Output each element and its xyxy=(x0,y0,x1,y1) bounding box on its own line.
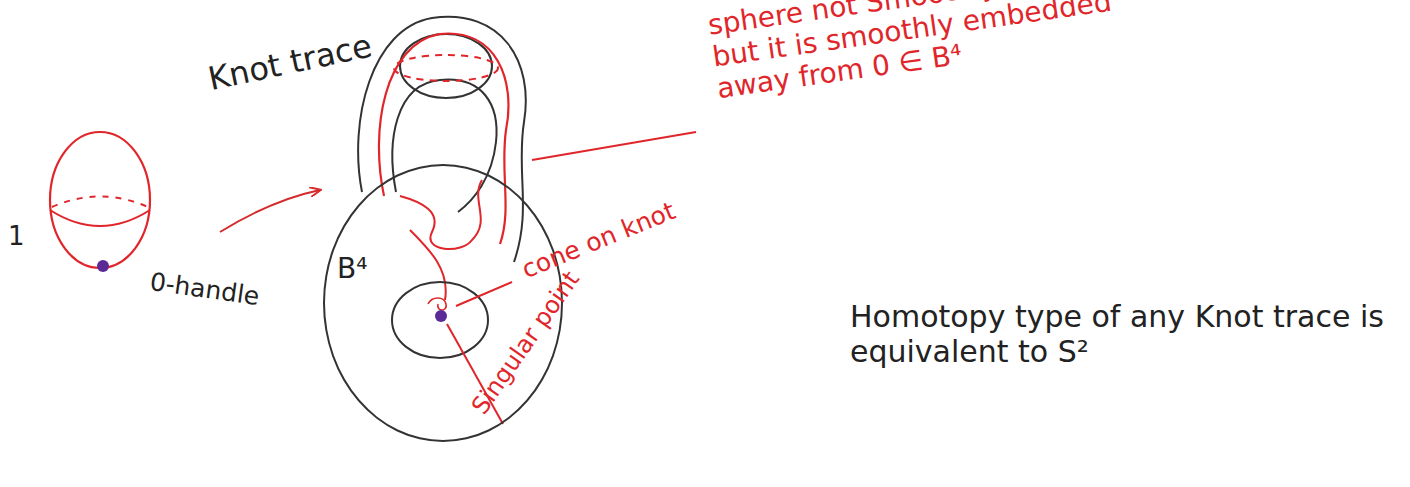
equator-back xyxy=(52,197,148,208)
ball-label: B⁴ xyxy=(337,252,367,285)
index-number: 1 xyxy=(8,222,38,252)
sphere-note: sphere not Smoothly embedded, but it is … xyxy=(706,0,1185,106)
inner-ball xyxy=(392,282,488,358)
handle-inner xyxy=(392,80,496,212)
handle-outer xyxy=(358,17,526,262)
cone-knot xyxy=(428,298,446,310)
singular-point-dot xyxy=(435,310,447,322)
homotopy-note: Homotopy type of any Knot trace is equiv… xyxy=(850,300,1400,369)
base-point xyxy=(97,260,109,272)
ball-circle: B⁴ xyxy=(323,164,563,442)
cone-label: cone on knot xyxy=(518,187,705,285)
sphere-in-trace xyxy=(379,34,509,244)
knot-strand xyxy=(400,180,482,249)
handle-label: 0-handle xyxy=(148,268,301,317)
leader-line xyxy=(456,282,512,306)
sphere xyxy=(50,132,150,268)
knot-strand xyxy=(410,230,446,300)
map-arrow xyxy=(220,190,320,232)
sphere-band xyxy=(394,55,498,81)
equator xyxy=(50,210,150,226)
handle-core xyxy=(400,34,492,98)
title-note: Knot trace xyxy=(205,16,428,98)
leader-line xyxy=(532,132,696,160)
